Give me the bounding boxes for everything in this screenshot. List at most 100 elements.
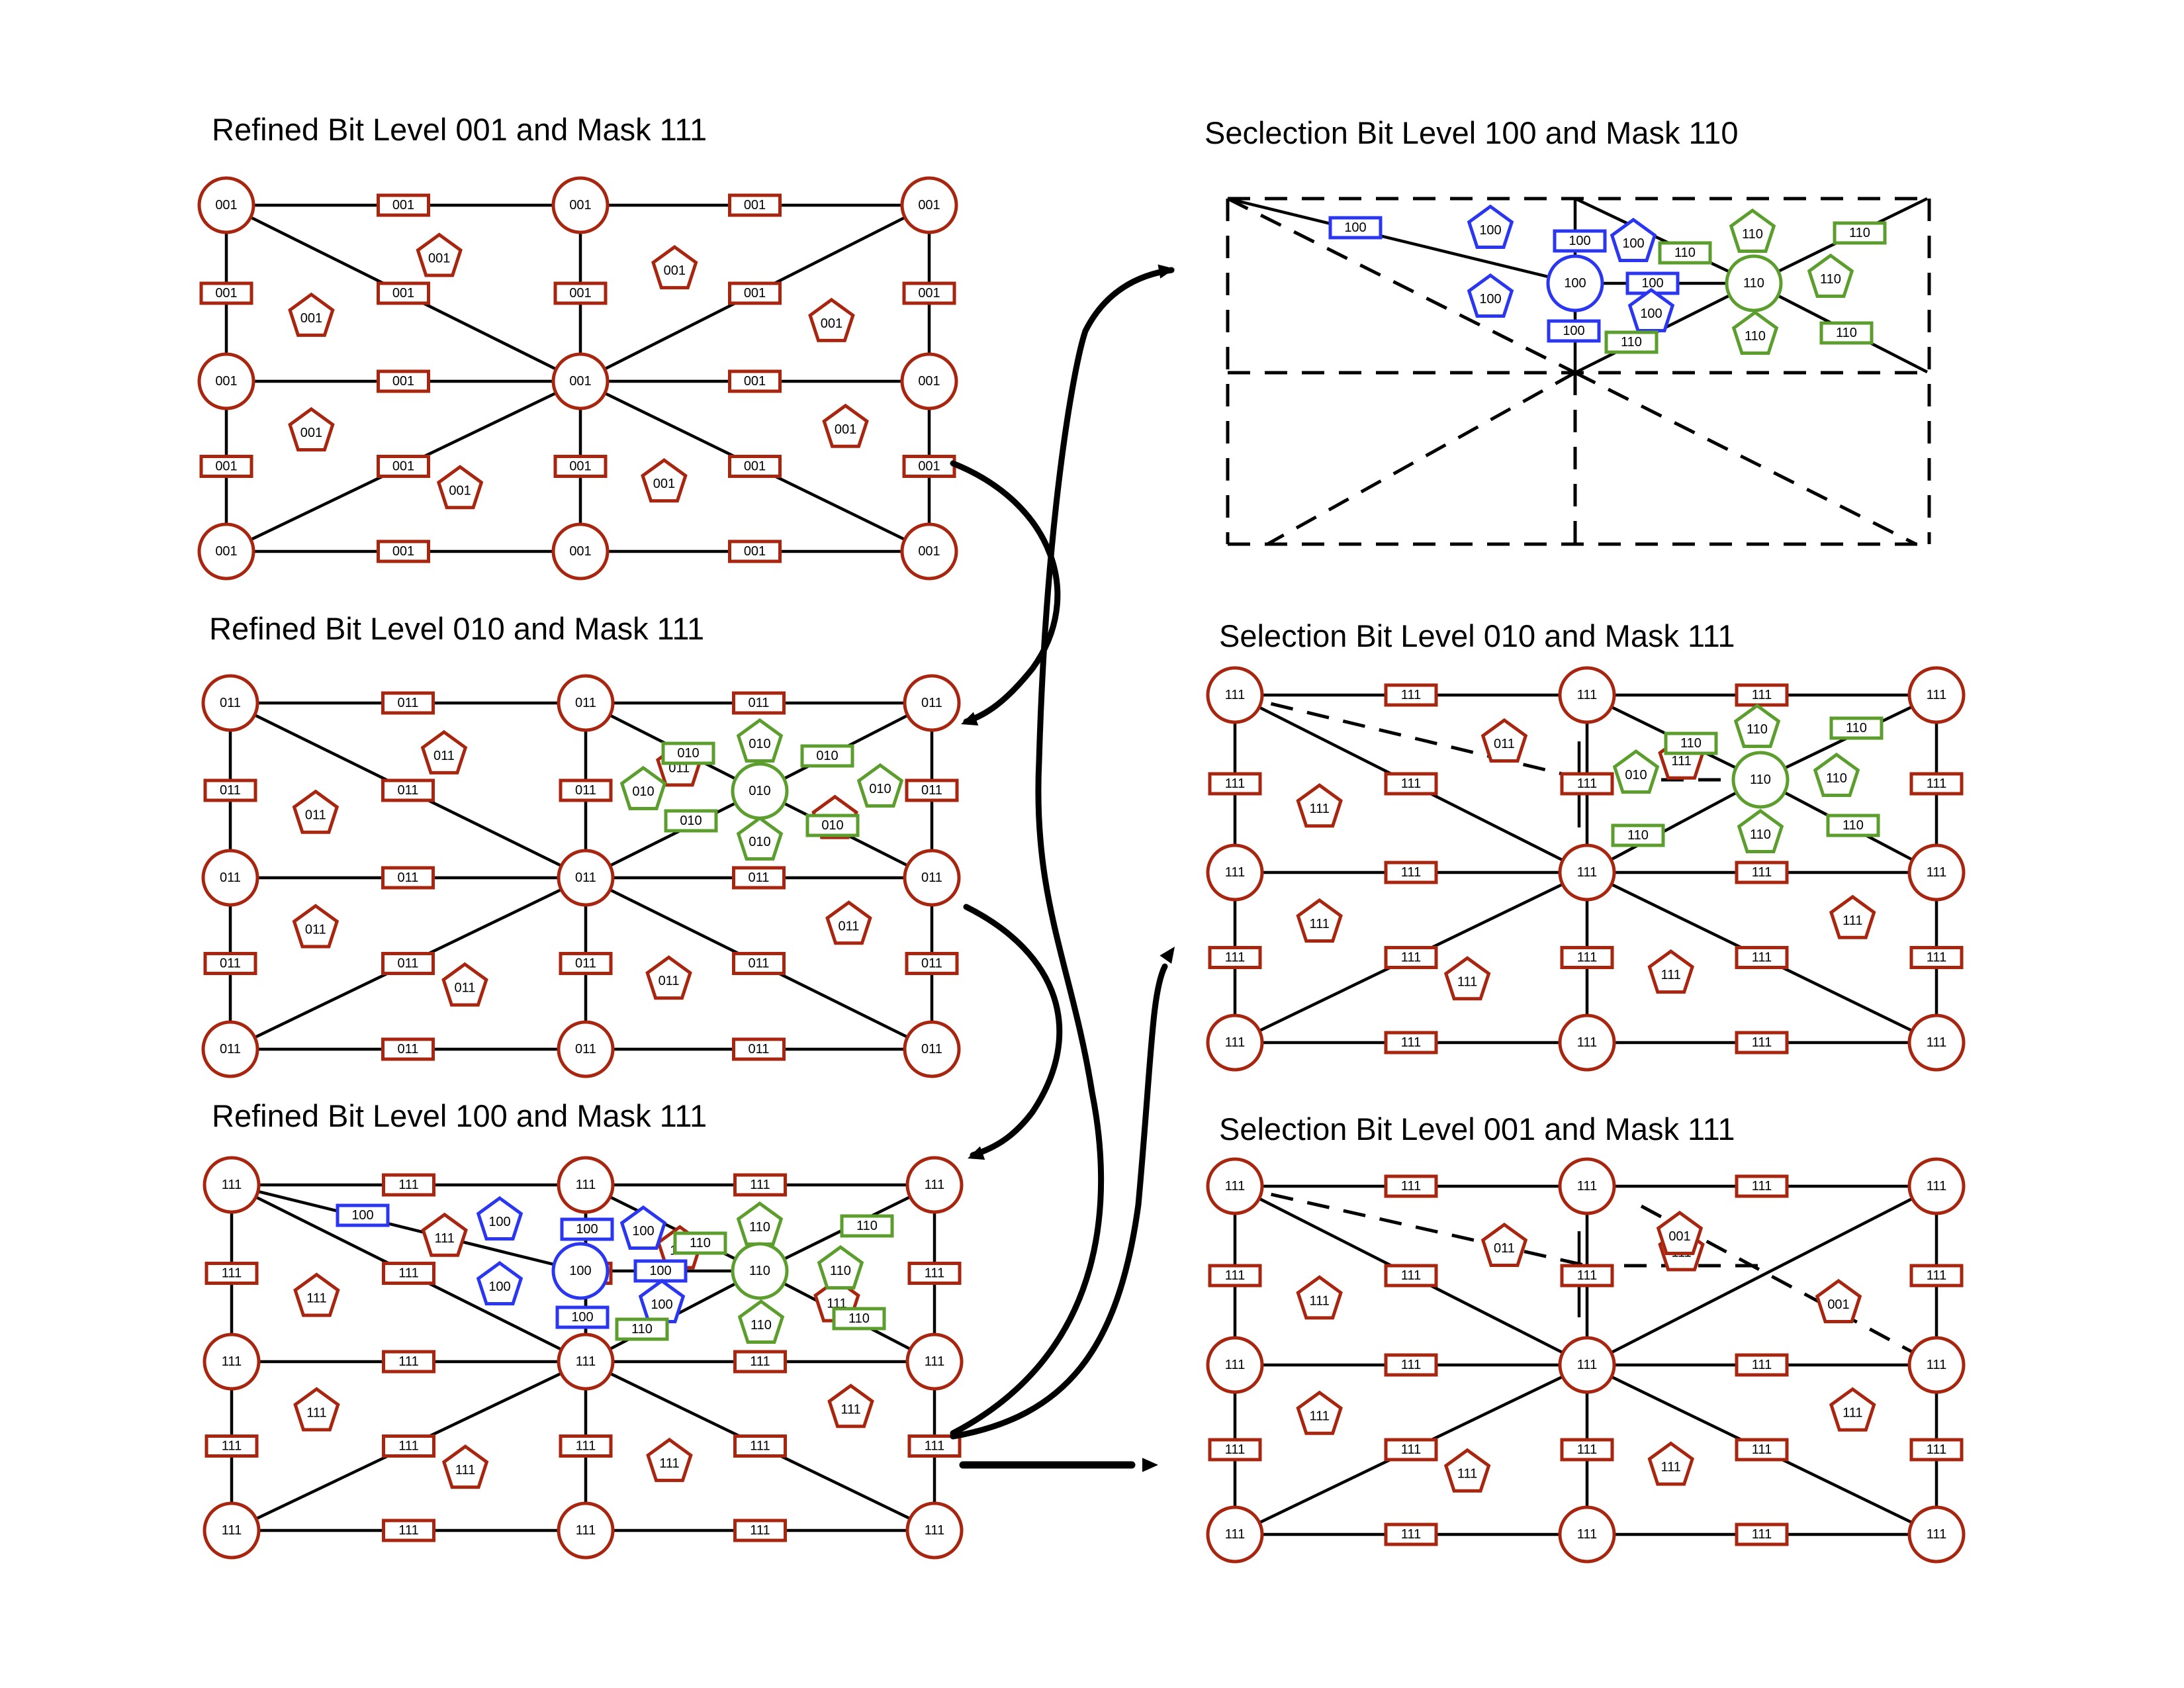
pentagon-label: 011 xyxy=(1494,1241,1515,1256)
pentagon-label: 111 xyxy=(434,1231,454,1246)
node-shape xyxy=(551,176,610,234)
edge-box-shape xyxy=(203,778,257,802)
face-pentagon: 001 xyxy=(1815,1278,1862,1323)
edge-box-label: 111 xyxy=(576,1439,596,1454)
node-circle: 001 xyxy=(197,176,255,234)
node-circle: 111 xyxy=(203,1501,261,1560)
edge-box-label: 110 xyxy=(848,1311,870,1326)
node-circle: 011 xyxy=(201,1020,259,1078)
edge-box-label: 011 xyxy=(575,957,596,971)
node-label: 011 xyxy=(220,870,241,885)
node-shape xyxy=(1558,1013,1616,1072)
edge-label-box: 011 xyxy=(559,952,613,975)
edge-box-shape xyxy=(553,455,608,478)
edge-box-label: 001 xyxy=(392,198,414,212)
edge-label-box: 111 xyxy=(1735,1031,1789,1055)
edge-box-label: 111 xyxy=(925,1266,944,1281)
pentagon-label: 010 xyxy=(1625,768,1647,782)
edge-box-label: 111 xyxy=(1577,1268,1597,1283)
pentagon-label: 111 xyxy=(841,1402,860,1417)
edge-box-shape xyxy=(1208,1438,1262,1462)
edge-box-label: 111 xyxy=(222,1266,242,1281)
edge-box-label: 110 xyxy=(1680,736,1702,751)
edge-label-box: 011 xyxy=(381,866,435,890)
face-pentagon: 110 xyxy=(737,1299,785,1344)
pentagon-shape xyxy=(1443,956,1491,1001)
edge-box-label: 010 xyxy=(821,818,843,833)
edge-box-label: 111 xyxy=(1577,776,1597,791)
face-pentagon: 001 xyxy=(641,458,688,503)
edge-box-shape xyxy=(336,1203,390,1227)
edge-box-shape xyxy=(381,691,435,715)
pentagon-label: 110 xyxy=(751,1318,772,1333)
edge-box-shape xyxy=(1833,221,1887,245)
node-circle: 111 xyxy=(1907,1336,1966,1394)
node-shape xyxy=(197,522,255,581)
node-label: 111 xyxy=(576,1354,596,1369)
pentagon-shape xyxy=(1733,703,1781,748)
edge-box-label: 100 xyxy=(649,1264,671,1278)
pentagon-shape xyxy=(441,962,488,1007)
face-pentagon: 111 xyxy=(1296,1390,1343,1435)
pentagon-shape xyxy=(1656,1210,1704,1255)
edge-box-shape xyxy=(382,1173,435,1197)
node-circle: 110 xyxy=(1731,751,1790,809)
edge-label-box: 111 xyxy=(733,1519,787,1542)
edge-box-label: 110 xyxy=(1627,828,1649,843)
pentagon-shape xyxy=(1737,808,1784,853)
edge-label-box: 111 xyxy=(382,1350,435,1374)
edge-box-shape xyxy=(733,1519,787,1542)
edge-label-box: 001 xyxy=(902,455,956,478)
node-shape xyxy=(900,522,958,581)
overlay-edge xyxy=(231,1183,581,1273)
node-label: 111 xyxy=(1225,1358,1245,1372)
edge-label-box: 111 xyxy=(1735,1353,1789,1377)
pentagon-label: 111 xyxy=(1457,1467,1477,1481)
node-label: 001 xyxy=(215,198,237,212)
arrow-refined-010-to-100 xyxy=(963,904,1063,1158)
edge-label-box: 111 xyxy=(733,1350,787,1374)
edge-label-box: 111 xyxy=(1735,683,1789,707)
node-circle: 111 xyxy=(203,1156,261,1214)
edge-box-label: 110 xyxy=(1836,326,1857,340)
edge-label-box: 011 xyxy=(381,691,435,715)
edge-box-shape xyxy=(381,778,435,802)
edge-box-label: 001 xyxy=(392,374,414,389)
edge-box-shape xyxy=(377,455,430,478)
node-label: 111 xyxy=(1577,1179,1597,1194)
node-label: 111 xyxy=(1927,1179,1946,1194)
pentagon-label: 001 xyxy=(653,477,675,491)
node-shape xyxy=(197,176,255,234)
node-circle: 011 xyxy=(903,674,961,732)
pentagon-shape xyxy=(441,1444,489,1489)
node-shape xyxy=(903,1020,961,1078)
edge-label-box: 001 xyxy=(902,281,956,305)
node-shape xyxy=(1558,1505,1616,1564)
edge-box-label: 111 xyxy=(1401,1035,1421,1050)
edge-label-box: 111 xyxy=(1909,946,1964,969)
edge-label-box: 111 xyxy=(559,1434,613,1458)
edge-box-shape xyxy=(382,1519,435,1542)
edge-box-shape xyxy=(1735,1174,1789,1198)
node-shape xyxy=(1546,254,1604,312)
edge-box-label: 100 xyxy=(1344,220,1366,235)
node-shape xyxy=(1907,1157,1966,1215)
face-pentagon: 111 xyxy=(1296,783,1343,828)
edge-label-box: 110 xyxy=(1658,241,1712,265)
edge-box-label: 111 xyxy=(750,1178,770,1192)
edge-box-label: 011 xyxy=(398,696,419,710)
pentagon-shape xyxy=(856,763,904,808)
edge-label-box: 110 xyxy=(840,1214,894,1238)
node-circle: 111 xyxy=(905,1501,964,1560)
arrow-head-icon xyxy=(1158,264,1175,279)
node-label: 111 xyxy=(925,1178,944,1192)
edge-box-label: 111 xyxy=(398,1266,418,1281)
edge-box-shape xyxy=(205,1262,259,1285)
pentagon-shape xyxy=(292,789,340,834)
edge-box-label: 111 xyxy=(222,1439,242,1454)
edge-label-box: 110 xyxy=(1819,321,1874,345)
edge-box-shape xyxy=(1553,229,1607,253)
pentagon-label: 010 xyxy=(749,835,770,849)
overlay-edge xyxy=(1574,197,1754,285)
pentagon-label: 001 xyxy=(664,263,686,278)
